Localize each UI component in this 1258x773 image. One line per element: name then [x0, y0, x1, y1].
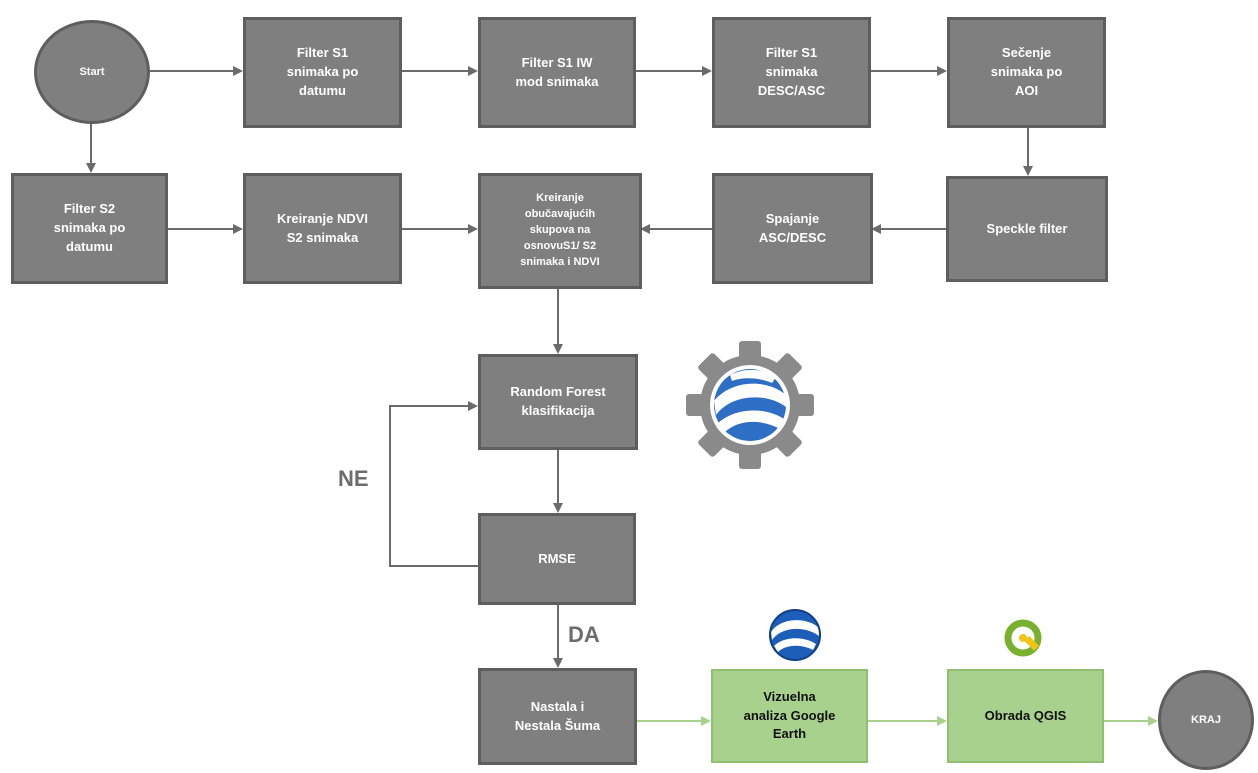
kreiranje-skupova-node: Kreiranje obučavajućih skupova na osnovu…: [478, 173, 642, 289]
nastala-nestala-suma-node: Nastala i Nestala Šuma: [478, 668, 637, 765]
arrow-rmse-loop-to-random-forest: [389, 401, 478, 567]
speckle-filter-node: Speckle filter: [946, 176, 1108, 282]
rmse-node: RMSE: [478, 513, 636, 605]
google-earth-engine-icon: [686, 341, 814, 469]
filter-s1-datum-node: Filter S1 snimaka po datumu: [243, 17, 402, 128]
google-earth-icon: [769, 609, 821, 661]
filter-s2-node: Filter S2 snimaka po datumu: [11, 173, 168, 284]
kreiranje-ndvi-node: Kreiranje NDVI S2 snimaka: [243, 173, 402, 284]
spajanje-asc-desc-node: Spajanje ASC/DESC: [712, 173, 873, 284]
kraj-node: KRAJ: [1158, 670, 1254, 770]
random-forest-node: Random Forest klasifikacija: [478, 354, 638, 450]
obrada-qgis-node: Obrada QGIS: [947, 669, 1104, 763]
qgis-icon: [1004, 619, 1042, 657]
filter-s1-desc-asc-node: Filter S1 snimaka DESC/ASC: [712, 17, 871, 128]
filter-s1-iw-node: Filter S1 IW mod snimaka: [478, 17, 636, 128]
ne-label: NE: [338, 466, 369, 491]
vizuelna-analiza-node: Vizuelna analiza Google Earth: [711, 669, 868, 763]
da-label: DA: [568, 622, 600, 647]
start-node: Start: [34, 20, 150, 124]
secenje-aoi-node: Sečenje snimaka po AOI: [947, 17, 1106, 128]
